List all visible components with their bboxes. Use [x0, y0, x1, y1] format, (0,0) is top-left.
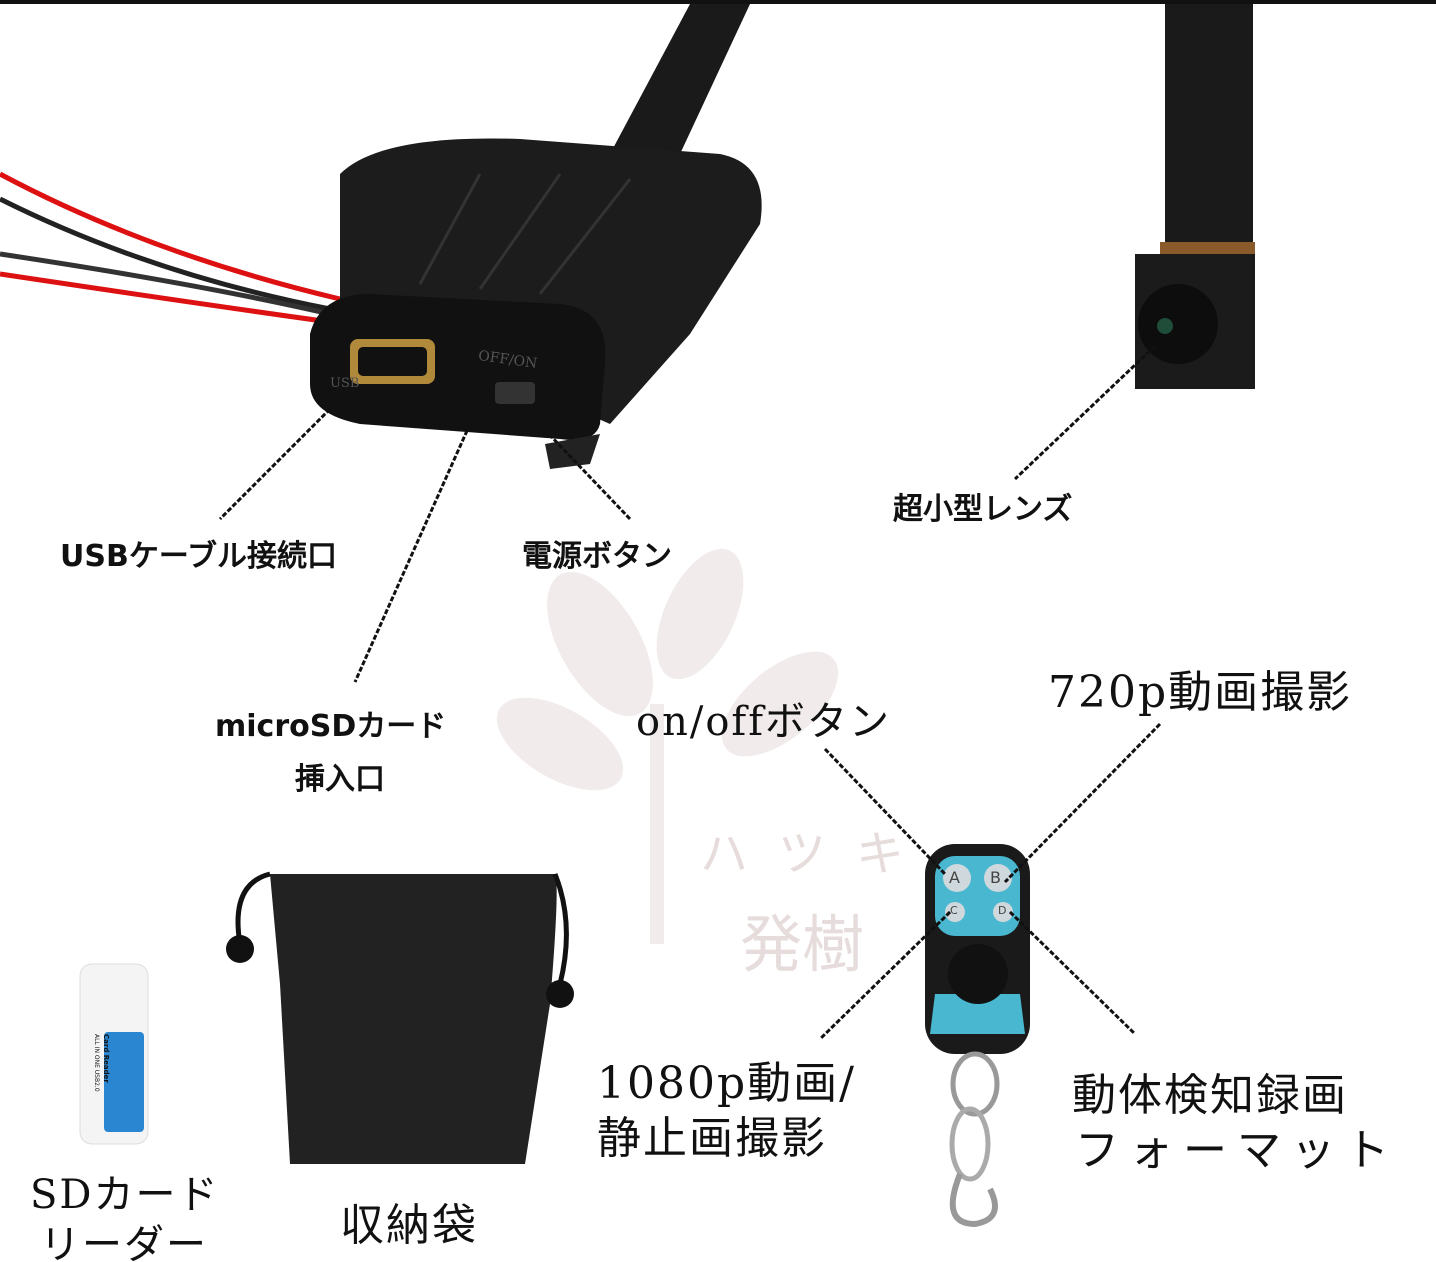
- watermark-tree-icon: [496, 548, 839, 944]
- sd-card-reader: [79, 963, 149, 1145]
- label-microsd-line2: 挿入口: [295, 762, 385, 797]
- remote-button-b: B: [990, 868, 1001, 887]
- card-reader-sub: ALL IN ONE USB2.0: [93, 1034, 100, 1092]
- label-usb-port: USBケーブル接続口: [60, 539, 338, 574]
- card-reader-title: Card Reader: [102, 1034, 110, 1083]
- label-onoff-button: on/offボタン: [636, 699, 892, 745]
- storage-pouch: [226, 871, 574, 1164]
- label-microsd-line1: microSDカード: [215, 709, 447, 744]
- wires: [0, 171, 341, 325]
- watermark-kanji: 発樹: [740, 908, 865, 981]
- usb-marking: USB: [330, 376, 360, 391]
- label-1080p-line2: 静止画撮影: [597, 1113, 827, 1164]
- lens-ribbon: [1165, 4, 1253, 249]
- remote-button-a: A: [949, 868, 960, 887]
- ribbon-cable: [610, 4, 750, 154]
- label-format-line2: フォーマット: [1075, 1125, 1399, 1176]
- label-1080p-line1: 1080p動画/: [597, 1058, 856, 1109]
- remote-button-d: D: [998, 904, 1007, 917]
- camera-module-body: [310, 138, 762, 469]
- label-sd-reader-line1: SDカード: [30, 1172, 220, 1218]
- label-sd-reader-line2: リーダー: [40, 1222, 208, 1262]
- watermark-kana: ハツキ: [700, 826, 935, 882]
- micro-lens: [1135, 254, 1255, 389]
- remote-control: [925, 844, 1030, 1228]
- label-power-button: 電源ボタン: [522, 539, 672, 574]
- label-720p: 720p動画撮影: [1048, 667, 1353, 718]
- leader-lines: [218, 344, 1162, 1041]
- remote-button-c: C: [950, 904, 958, 917]
- label-pouch: 収納袋: [340, 1200, 478, 1251]
- label-lens: 超小型レンズ: [893, 492, 1073, 527]
- product-illustration: [0, 4, 1255, 1228]
- label-motion-line1: 動体検知録画: [1072, 1070, 1348, 1121]
